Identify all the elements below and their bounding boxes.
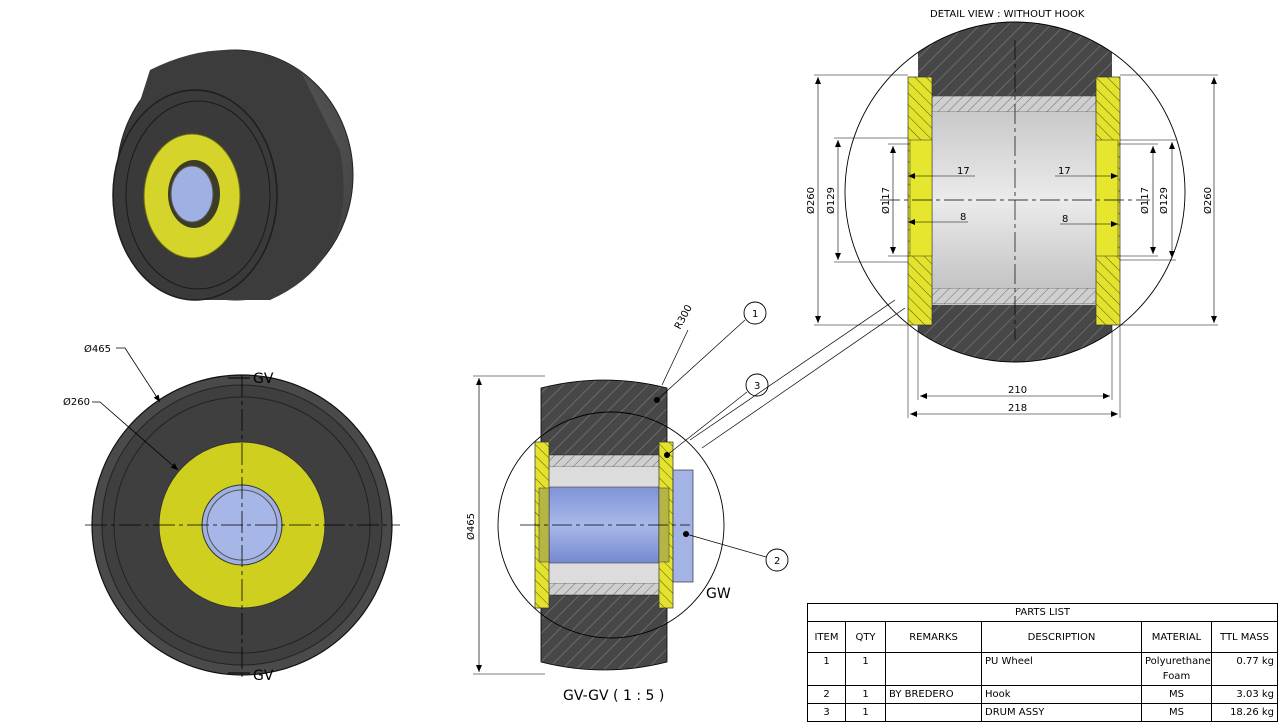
dim-d129-detail-right: Ø129 [1158,187,1170,214]
detail-circle-gw [497,411,725,639]
section-label-bottom: GV [253,668,274,684]
col-header-item: ITEM [807,621,846,653]
section-label-top: GV [253,371,274,387]
detail-view-title: DETAIL VIEW : WITHOUT HOOK [930,9,1085,20]
dim-218-detail: 218 [1008,403,1027,414]
hook-section [672,469,694,583]
dim-17-detail-right: 17 [1058,166,1071,177]
bore-iso [170,165,214,223]
front-view: GV GV Ø465 Ø260 [63,343,400,684]
dim-d260-detail-right: Ø260 [1202,187,1214,214]
dim-d260-front: Ø260 [63,396,90,408]
dim-d465-front: Ø465 [84,343,111,355]
dim-8-detail-right: 8 [1062,214,1068,225]
detail-view: DETAIL VIEW : WITHOUT HOOK Ø260 Ø129 Ø11… [805,9,1218,418]
balloon-1 [743,301,767,325]
drum-steel-band-bottom [549,563,659,583]
table-row: 2 1 BY BREDERO Hook MS 3.03 kg [807,685,1278,704]
dim-d117-detail-left: Ø117 [880,187,892,214]
detail-flange-left-inner [909,139,933,257]
detail-boundary [844,21,1186,363]
dim-d129-detail-left: Ø129 [825,187,837,214]
parts-list-title: PARTS LIST [806,603,1278,622]
dim-210-detail: 210 [1008,385,1027,396]
balloon-3-text: 3 [754,381,760,392]
table-row: 3 1 DRUM ASSY MS 18.26 kg [807,703,1278,722]
detail-steel-bottom [931,287,1097,305]
section-view: GW Ø465 R300 1 3 2 GV-GV ( 1 : 5 ) [465,299,906,704]
dim-17-detail-left: 17 [957,166,970,177]
balloon-2-text: 2 [774,556,780,567]
steel-ring-top [548,454,660,468]
col-header-remarks: REMARKS [885,621,982,653]
tyre-rim-iso [125,100,271,290]
detail-flange-right-inner [1095,139,1119,257]
detail-label-gw: GW [706,586,731,602]
col-header-description: DESCRIPTION [981,621,1142,653]
section-view-title: GV-GV ( 1 : 5 ) [563,688,664,704]
col-header-material: MATERIAL [1141,621,1212,653]
balloon-2 [765,548,789,572]
dim-8-detail-left: 8 [960,212,966,223]
col-header-qty: QTY [845,621,886,653]
steel-ring-bottom [548,582,660,596]
detail-steel-top [931,95,1097,113]
dim-d465-section: Ø465 [465,513,477,540]
col-header-mass: TTL MASS [1210,621,1278,653]
parts-list-table: PARTS LIST ITEM QTY REMARKS DESCRIPTION … [806,603,1278,722]
dim-d117-detail-right: Ø117 [1139,187,1151,214]
dim-r300: R300 [673,303,695,331]
drum-steel-band-top [549,467,659,487]
isometric-view [112,49,354,301]
tyre-section-bottom [540,594,668,671]
tyre-section-top [540,379,668,456]
table-row: 1 1 PU Wheel Polyurethane Foam 0.77 kg [807,652,1278,686]
balloon-1-text: 1 [752,309,758,320]
dim-d260-detail-left: Ø260 [805,187,817,214]
